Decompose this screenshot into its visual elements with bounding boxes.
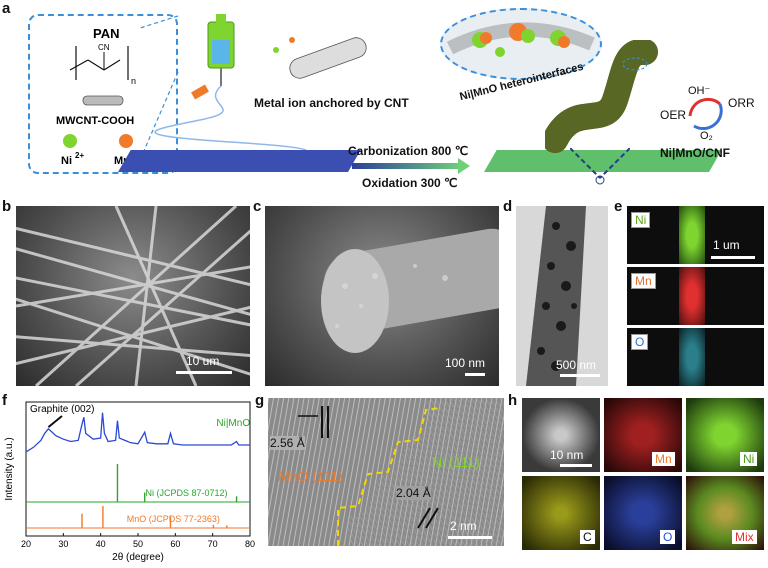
nozzle-icon bbox=[191, 84, 209, 100]
eds-map-h-mix: Mix bbox=[686, 476, 764, 550]
metal-ion-text: Metal ion anchored by CNT bbox=[254, 96, 409, 110]
series-label-ni-mno: Ni|MnO bbox=[216, 418, 250, 429]
carbonization-text: Carbonization 800 ℃ bbox=[348, 144, 469, 158]
d-spacing-1: 2.56 Å bbox=[270, 436, 305, 450]
cnt-icon bbox=[82, 95, 124, 106]
panel-label-c: c bbox=[253, 198, 262, 215]
scale-bar-b: 10 um bbox=[186, 354, 220, 368]
panel-label-g: g bbox=[255, 392, 265, 409]
x-tick-label-2: 40 bbox=[96, 539, 106, 549]
scale-bar-g: 2 nm bbox=[450, 519, 477, 533]
graphite-annotation: Graphite (002) bbox=[30, 404, 94, 415]
hrtem-image-g: 2.56 Å MnO (111) Ni (111) 2.04 Å 2 nm bbox=[268, 398, 504, 546]
ni-ion-icon bbox=[63, 134, 77, 148]
substrate-before bbox=[118, 150, 361, 172]
mno-plane-label: MnO (111) bbox=[278, 468, 343, 484]
panel-label-h: h bbox=[508, 392, 518, 409]
x-tick-label-1: 30 bbox=[58, 539, 68, 549]
mwcnt-label: MWCNT-COOH bbox=[56, 115, 134, 127]
x-tick-label-3: 50 bbox=[133, 539, 143, 549]
eds-map-h-mn: Mn bbox=[604, 398, 682, 472]
nanoparticles bbox=[446, 22, 595, 57]
eds-map-o: O bbox=[627, 328, 764, 386]
x-tick-label-0: 20 bbox=[21, 539, 31, 549]
pan-title: PAN bbox=[93, 26, 119, 41]
eds-map-h-o: O bbox=[604, 476, 682, 550]
orr-label: ORR bbox=[728, 96, 755, 110]
oer-label: OER bbox=[660, 108, 687, 122]
eds-h-label-o: O bbox=[660, 530, 676, 544]
eds-h-label-mix: Mix bbox=[732, 530, 757, 544]
eds-h-label-ni: Ni bbox=[740, 452, 758, 466]
graphite-arrow bbox=[47, 415, 63, 428]
scale-bar-c: 100 nm bbox=[445, 356, 486, 370]
cnf-fiber bbox=[545, 40, 658, 153]
eds-h-label-c: C bbox=[580, 530, 595, 544]
ni-plane-label: Ni (111) bbox=[432, 454, 480, 470]
sem-image-c: 100 nm bbox=[265, 206, 499, 386]
heterointerface-zoom bbox=[440, 8, 602, 80]
eds-label-o: O bbox=[631, 334, 649, 350]
precursor-box bbox=[28, 14, 178, 174]
x-tick-label-4: 60 bbox=[170, 539, 180, 549]
x-tick-label-6: 80 bbox=[245, 539, 255, 549]
series-label-0: Ni (JCPDS 87-0712) bbox=[145, 488, 227, 498]
panel-label-d: d bbox=[503, 198, 513, 215]
panel-label-a: a bbox=[2, 0, 11, 17]
d-spacing-2: 2.04 Å bbox=[396, 486, 431, 500]
eds-map-h-c: C bbox=[522, 476, 600, 550]
panel-label-f: f bbox=[2, 392, 7, 409]
n-subscript: n bbox=[131, 76, 136, 86]
eds-h-label-mn: Mn bbox=[652, 452, 675, 466]
eds-label-ni: Ni bbox=[631, 212, 651, 228]
scale-bar-e: 1 um bbox=[713, 238, 740, 252]
tem-image-d: 500 nm bbox=[516, 206, 608, 386]
panel-label-b: b bbox=[2, 198, 12, 215]
electrospinning-setup bbox=[139, 14, 367, 161]
oer-orr-cycle bbox=[688, 97, 723, 131]
scale-bar-d: 500 nm bbox=[556, 358, 597, 372]
panel-label-e: e bbox=[614, 198, 623, 215]
x-axis-label: 2θ (degree) bbox=[112, 552, 164, 563]
ni-charge: 2+ bbox=[75, 151, 84, 160]
eds-map-mn: Mn bbox=[627, 267, 764, 325]
series-label-1: MnO (JCPDS 77-2363) bbox=[127, 514, 220, 524]
oxidation-text: Oxidation 300 ℃ bbox=[362, 176, 458, 190]
series-ni-mno bbox=[25, 412, 250, 453]
scale-bar-h: 10 nm bbox=[550, 448, 584, 462]
o2-label: O₂ bbox=[700, 130, 713, 142]
process-arrow bbox=[352, 163, 462, 169]
y-axis-label: Intensity (a.u.) bbox=[4, 437, 15, 500]
x-tick-label-5: 70 bbox=[208, 539, 218, 549]
sem-image-b: 10 um bbox=[16, 206, 250, 386]
cn-label: CN bbox=[98, 43, 110, 52]
ni-ion-label: Ni bbox=[61, 155, 72, 167]
eds-map-h-ni: Ni bbox=[686, 398, 764, 472]
oh-label: OH⁻ bbox=[688, 85, 711, 97]
xrd-chart: Ni|MnO Ni (JCPDS 87-0712) MnO (JCPDS 77-23… bbox=[4, 401, 255, 563]
mn-ion-icon bbox=[119, 134, 133, 148]
eds-label-mn: Mn bbox=[631, 273, 656, 289]
haadf-image: 10 nm bbox=[522, 398, 600, 472]
cnt-tube-icon bbox=[289, 37, 367, 79]
product-label: Ni|MnO/CNF bbox=[660, 146, 731, 160]
eds-map-ni: Ni 1 um bbox=[627, 206, 764, 264]
